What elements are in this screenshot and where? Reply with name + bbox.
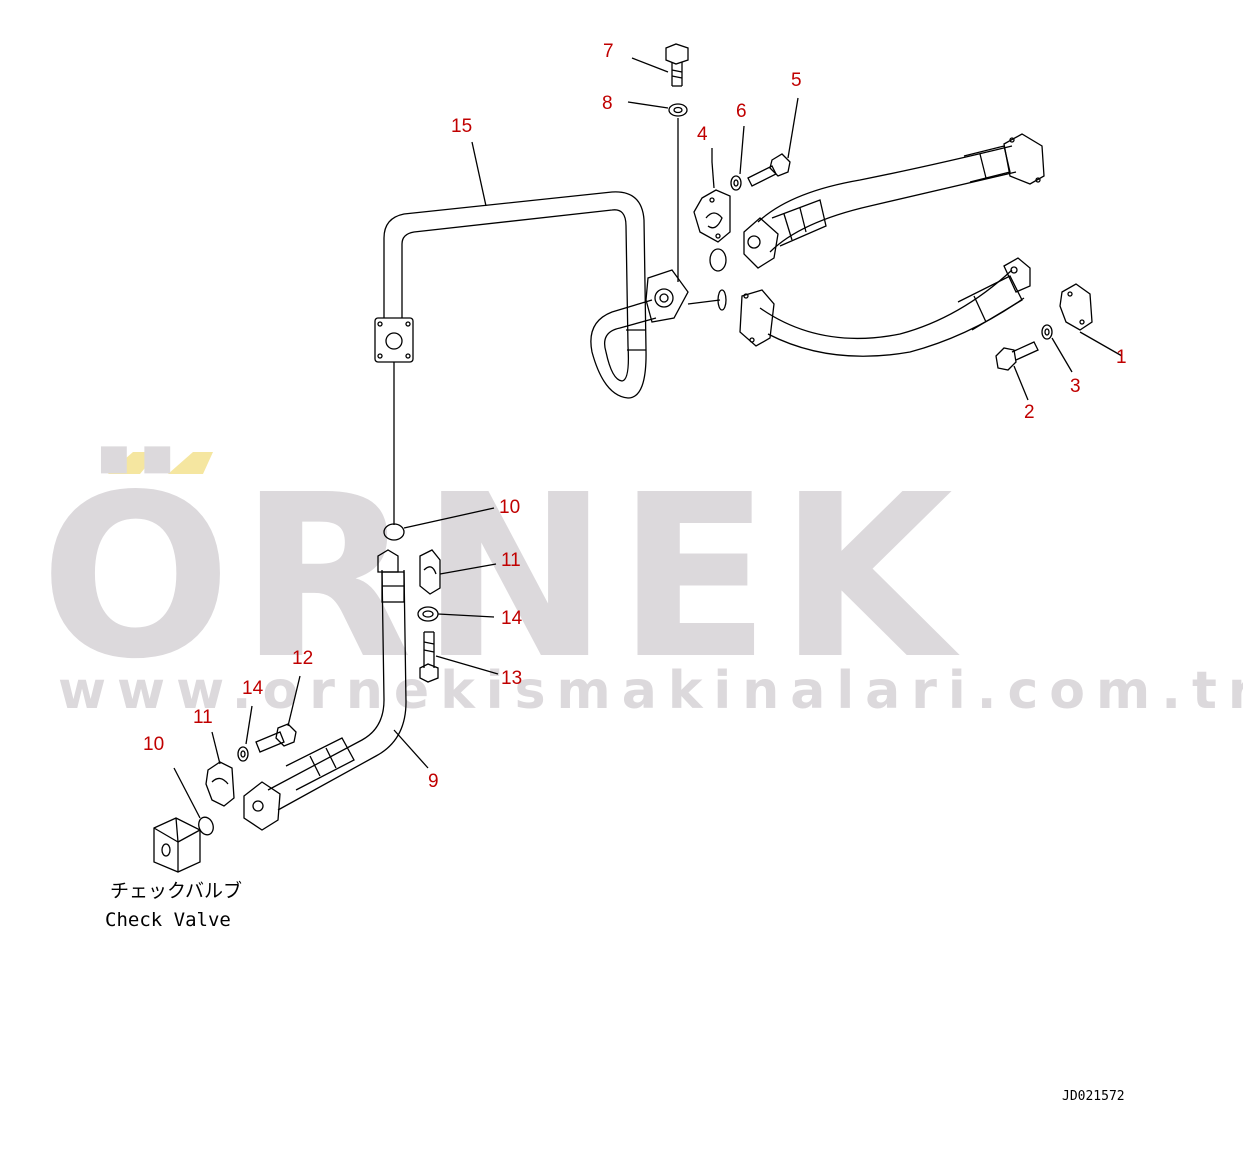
washer-14-lower (237, 746, 249, 762)
washer-3 (1041, 324, 1053, 340)
callout-13[interactable]: 13 (501, 668, 522, 689)
watermark-accent-right (168, 452, 213, 474)
pipe-15 (383, 191, 657, 399)
drawing-code: JD021572 (1062, 1089, 1125, 1104)
callout-1[interactable]: 1 (1116, 347, 1127, 368)
washer-8 (668, 103, 688, 117)
bolt-5 (747, 153, 791, 187)
callout-10-lower[interactable]: 10 (143, 734, 164, 755)
callout-6[interactable]: 6 (736, 101, 747, 122)
bolt-2 (995, 341, 1039, 371)
callout-3[interactable]: 3 (1070, 376, 1081, 397)
callout-10-upper[interactable]: 10 (499, 497, 520, 518)
watermark-url: www.ornekismakinalari.com.tr (58, 661, 1243, 721)
valve-block (645, 118, 727, 323)
flange-15 (374, 317, 414, 525)
watermark-brand: ÖRNEK (40, 446, 961, 709)
hose-lower-right (739, 257, 1031, 357)
bolt-7 (665, 43, 689, 87)
split-flange-11-upper (419, 549, 441, 595)
callout-2[interactable]: 2 (1024, 402, 1035, 423)
split-flange-4 (693, 161, 731, 272)
check-valve-block: チェックバルブ Check Valve (105, 817, 242, 931)
callout-7[interactable]: 7 (603, 41, 614, 62)
watermark-accent-left (108, 452, 158, 474)
callout-12[interactable]: 12 (292, 648, 313, 669)
check-valve-label-en: Check Valve (105, 909, 231, 931)
callout-14-lower[interactable]: 14 (242, 678, 264, 699)
watermark: ÖRNEK www.ornekismakinalari.com.tr (40, 446, 1243, 721)
callout-15[interactable]: 15 (451, 116, 472, 137)
callout-11-upper[interactable]: 11 (501, 550, 521, 571)
bolt-12 (255, 723, 297, 753)
bolt-13 (419, 631, 439, 683)
callout-14-upper[interactable]: 14 (501, 608, 523, 629)
leader-lines (173, 57, 1123, 819)
callout-4[interactable]: 4 (697, 124, 708, 145)
o-ring-10-upper (383, 523, 405, 541)
hose-upper-right (743, 133, 1045, 269)
split-flange-11-lower (205, 761, 235, 807)
callout-8[interactable]: 8 (602, 93, 613, 114)
check-valve-label-jp: チェックバルブ (110, 879, 242, 902)
callout-5[interactable]: 5 (791, 70, 802, 91)
split-flange-1 (1059, 283, 1093, 331)
callout-11-lower[interactable]: 11 (193, 707, 213, 728)
callout-9[interactable]: 9 (428, 771, 439, 792)
callouts: 1 2 3 4 5 6 7 8 9 10 10 11 11 12 13 14 1… (143, 41, 1127, 792)
washer-6 (730, 175, 742, 191)
o-ring-10-lower (198, 816, 214, 836)
